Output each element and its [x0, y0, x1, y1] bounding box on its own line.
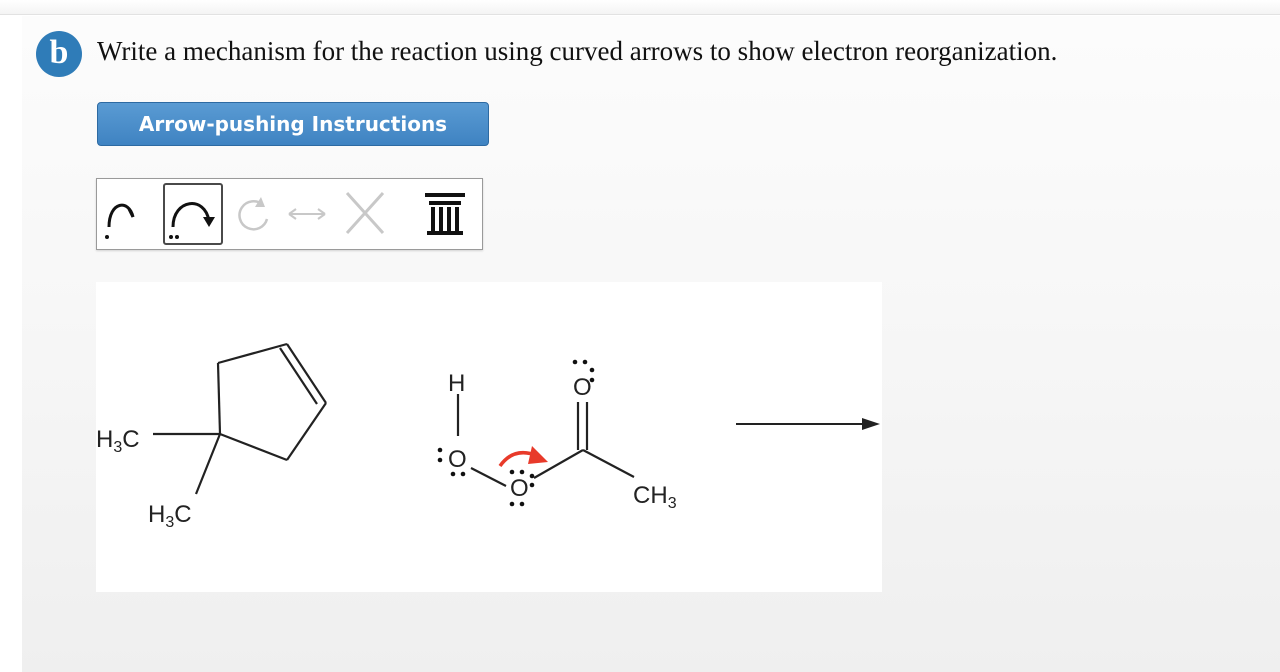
- delete-tool[interactable]: [337, 183, 393, 245]
- electron-pair-arrow-tool[interactable]: [163, 183, 223, 245]
- acetic-acid-molecule[interactable]: [456, 394, 635, 487]
- single-electron-arrow-tool[interactable]: [99, 183, 161, 245]
- trash-tool[interactable]: [415, 183, 475, 245]
- arrow-pushing-instructions-button[interactable]: Arrow-pushing Instructions: [97, 102, 489, 146]
- cyclopentene-molecule[interactable]: [153, 342, 327, 495]
- single-electron-arrow-icon: [105, 203, 135, 239]
- step-badge: b: [36, 31, 82, 77]
- lone-pairs: [437, 359, 595, 507]
- methyl-label-acid: CH3: [633, 482, 677, 512]
- hydrogen-atom: H: [448, 370, 465, 397]
- rotate-icon: [238, 197, 269, 231]
- delete-x-icon: [345, 191, 385, 235]
- resonance-arrow-tool[interactable]: [283, 183, 331, 245]
- mechanism-canvas[interactable]: H3C H3C H O O O CH3: [96, 282, 882, 592]
- arrow-toolbar: [96, 178, 483, 250]
- hydroxyl-oxygen: O: [448, 446, 467, 473]
- carbonyl-oxygen: O: [573, 374, 592, 401]
- resonance-arrow-icon: [288, 208, 326, 220]
- rotate-tool[interactable]: [227, 183, 281, 245]
- methyl-label-1: H3C: [96, 426, 140, 456]
- top-bar: [0, 0, 1280, 15]
- reaction-arrow: [736, 418, 880, 430]
- reaction-drawing: H3C H3C H O O O CH3: [96, 342, 880, 531]
- trash-icon: [425, 193, 465, 235]
- question-prompt: Write a mechanism for the reaction using…: [97, 36, 1058, 66]
- methyl-label-2: H3C: [148, 501, 192, 531]
- bridge-oxygen: O: [510, 475, 529, 502]
- electron-pair-arrow-icon: [169, 202, 215, 239]
- curved-arrow[interactable]: [498, 446, 548, 468]
